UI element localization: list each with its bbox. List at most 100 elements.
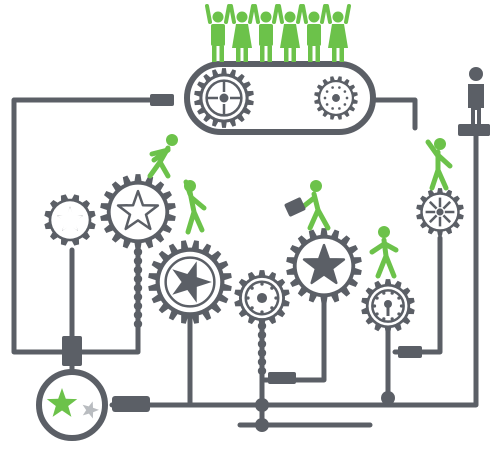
person-leg (308, 46, 313, 62)
person-body (280, 24, 300, 48)
person-limb (301, 195, 317, 209)
standing-person-icon (458, 67, 490, 136)
chain-links (133, 247, 267, 376)
chain-link (133, 310, 143, 320)
gear-bolt (375, 296, 379, 300)
person-head (236, 11, 248, 23)
star-icon (82, 401, 99, 419)
person-limb (382, 241, 399, 253)
star-icon (46, 388, 78, 417)
star-icon (57, 207, 83, 231)
person-waving-icon (425, 138, 453, 191)
gear-spoke (442, 200, 452, 210)
gear-icon (286, 228, 362, 304)
pipe-bottom-main (109, 127, 479, 408)
person-body (328, 24, 348, 48)
person-arms (325, 4, 351, 24)
person-pushing-icon (147, 134, 178, 179)
gear-bolt (246, 296, 250, 300)
person-climbing-icon (183, 179, 207, 235)
people-figures (147, 4, 453, 279)
gear-bolt (338, 86, 341, 89)
pipe-gear2-down (69, 245, 141, 355)
person-leg (315, 46, 320, 62)
pipe-joint (255, 398, 269, 412)
person-head (260, 11, 272, 23)
person-head (332, 11, 344, 23)
gear-hub (436, 208, 444, 216)
person-celebrating (253, 4, 279, 62)
keyhole-icon (384, 300, 392, 308)
person-limb (189, 195, 207, 211)
person-limb (383, 253, 397, 279)
person-head (310, 180, 322, 192)
standing-person-body (468, 84, 484, 124)
gear-bolt (399, 304, 404, 308)
magnifier-icon (36, 369, 150, 441)
person-arms (253, 4, 279, 24)
person-limb (191, 209, 205, 233)
pipe-couplings (62, 94, 490, 432)
pipe-joint (255, 418, 269, 432)
person-body (307, 24, 321, 46)
chain-link (133, 256, 143, 266)
person-leg (243, 46, 248, 62)
person-celebrating (325, 4, 351, 62)
gear-bolt (390, 291, 394, 295)
person-leg (236, 46, 241, 62)
gear-face (110, 184, 166, 240)
briefcase-icon (284, 197, 306, 217)
person-limb (183, 179, 193, 197)
pipe-coupling (398, 346, 422, 358)
person-limb (369, 241, 387, 255)
person-celebrating (205, 4, 231, 62)
magnifier-lens (36, 369, 108, 441)
person-head (284, 11, 296, 23)
gear-bolt (323, 96, 327, 100)
gear-hub (256, 292, 268, 304)
person-head (308, 11, 320, 23)
gear-bolt (260, 310, 264, 314)
person-body (259, 24, 273, 46)
chain-link (133, 283, 143, 293)
gear-bolt (270, 306, 274, 310)
chain-link (133, 292, 143, 302)
gear-hub (332, 94, 340, 102)
chain-link (257, 357, 267, 367)
person-limb (151, 147, 171, 163)
person-leg (291, 46, 296, 62)
person-leg (267, 46, 272, 62)
gear-icon (100, 174, 176, 250)
pipe-coupling (62, 336, 82, 366)
person-head (434, 138, 446, 150)
person-leg (284, 46, 289, 62)
gear-icon (148, 240, 232, 324)
gear-bolt (331, 107, 334, 110)
person-body (232, 24, 252, 48)
person-leg (332, 46, 337, 62)
chain-link (133, 265, 143, 275)
person-leg (339, 46, 344, 62)
person-arms (301, 4, 327, 24)
gear-icon (194, 68, 254, 128)
keyhole-slot (386, 306, 390, 316)
gear-spoke (428, 200, 438, 210)
pipe-joint (381, 391, 395, 405)
gear-bolt (274, 296, 278, 300)
chain-link (257, 348, 267, 358)
gear-ring (244, 280, 280, 316)
person-head (212, 11, 224, 23)
person-head (166, 134, 178, 146)
gear-bolt (375, 312, 379, 316)
star-icon (172, 261, 212, 303)
gear-bolt (397, 312, 401, 316)
gear-icon (314, 76, 358, 120)
chain-link (133, 247, 143, 257)
team-celebrating-icon (205, 4, 351, 62)
gear-bolt (382, 291, 386, 295)
person-celebrating (301, 4, 327, 62)
gear-ring (371, 289, 405, 323)
chain-link (133, 301, 143, 311)
